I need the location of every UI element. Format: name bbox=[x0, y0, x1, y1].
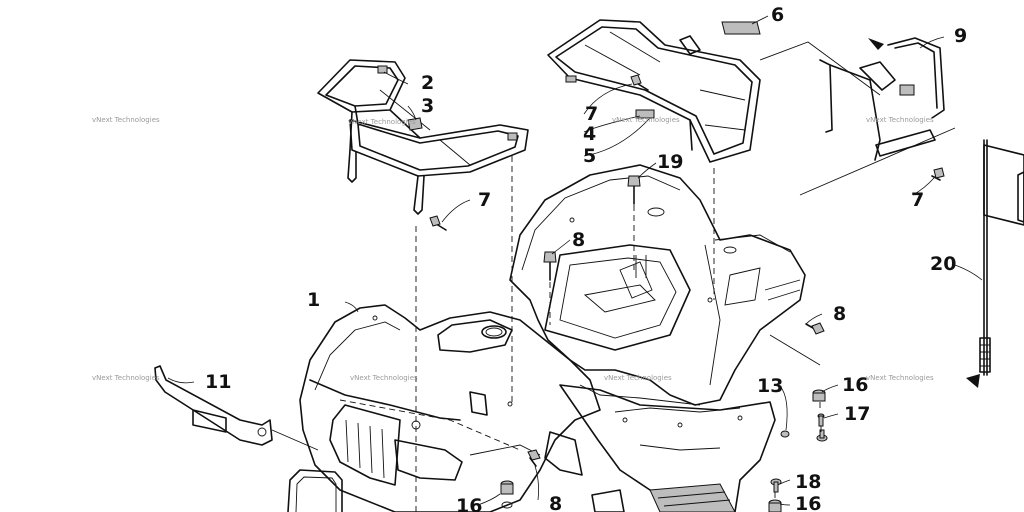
watermark-text: vNext Technologies bbox=[604, 374, 672, 382]
callout-18: 18 bbox=[795, 471, 821, 493]
callout-7-front-rack: 7 bbox=[478, 189, 491, 211]
callout-16-upper: 16 bbox=[842, 374, 868, 396]
lower-bumper bbox=[287, 469, 343, 512]
watermark-text: vNext Technologies bbox=[348, 118, 416, 126]
callout-5: 5 bbox=[583, 145, 596, 167]
callout-1: 1 bbox=[307, 289, 320, 311]
callout-17: 17 bbox=[844, 403, 870, 425]
callout-16-lower-center: 16 bbox=[456, 495, 482, 512]
callout-6: 6 bbox=[771, 4, 784, 26]
watermark-text: vNext Technologies bbox=[612, 116, 680, 124]
rear-rack bbox=[547, 19, 761, 163]
front-bumper-bracket bbox=[154, 365, 273, 446]
decal-part-6 bbox=[721, 21, 761, 35]
callout-13: 13 bbox=[757, 375, 783, 397]
callout-8-front-fender: 8 bbox=[549, 493, 562, 512]
front-fender bbox=[299, 304, 601, 512]
callout-16-lower-right: 16 bbox=[795, 493, 821, 512]
assembly-lines bbox=[271, 41, 956, 512]
watermark-text: vNext Technologies bbox=[866, 116, 934, 124]
callout-19: 19 bbox=[657, 151, 683, 173]
side-panel bbox=[559, 384, 776, 512]
callout-20: 20 bbox=[930, 253, 956, 275]
rack-extension bbox=[819, 37, 945, 161]
callout-8-side: 8 bbox=[833, 303, 846, 325]
leader-lines bbox=[167, 15, 983, 506]
watermarks: vNext Technologies vNext Technologies vN… bbox=[92, 116, 934, 382]
callout-3: 3 bbox=[421, 95, 434, 117]
hardware bbox=[429, 74, 945, 512]
callout-4: 4 bbox=[583, 123, 596, 145]
front-rack bbox=[317, 59, 529, 215]
callout-9: 9 bbox=[954, 25, 967, 47]
callout-11: 11 bbox=[205, 371, 231, 393]
callout-7-rear-rack: 7 bbox=[585, 103, 598, 125]
watermark-text: vNext Technologies bbox=[350, 374, 418, 382]
watermark-text: vNext Technologies bbox=[866, 374, 934, 382]
rear-fender bbox=[509, 164, 806, 406]
callout-numbers: 1 2 3 4 5 6 7 7 7 8 8 8 9 11 13 16 16 16… bbox=[205, 4, 967, 512]
watermark-text: vNext Technologies bbox=[92, 374, 160, 382]
safety-flag bbox=[966, 139, 1024, 388]
callout-2: 2 bbox=[421, 72, 434, 94]
callout-8-rear-fender: 8 bbox=[572, 229, 585, 251]
callout-7-extension: 7 bbox=[911, 189, 924, 211]
watermark-text: vNext Technologies bbox=[92, 116, 160, 124]
